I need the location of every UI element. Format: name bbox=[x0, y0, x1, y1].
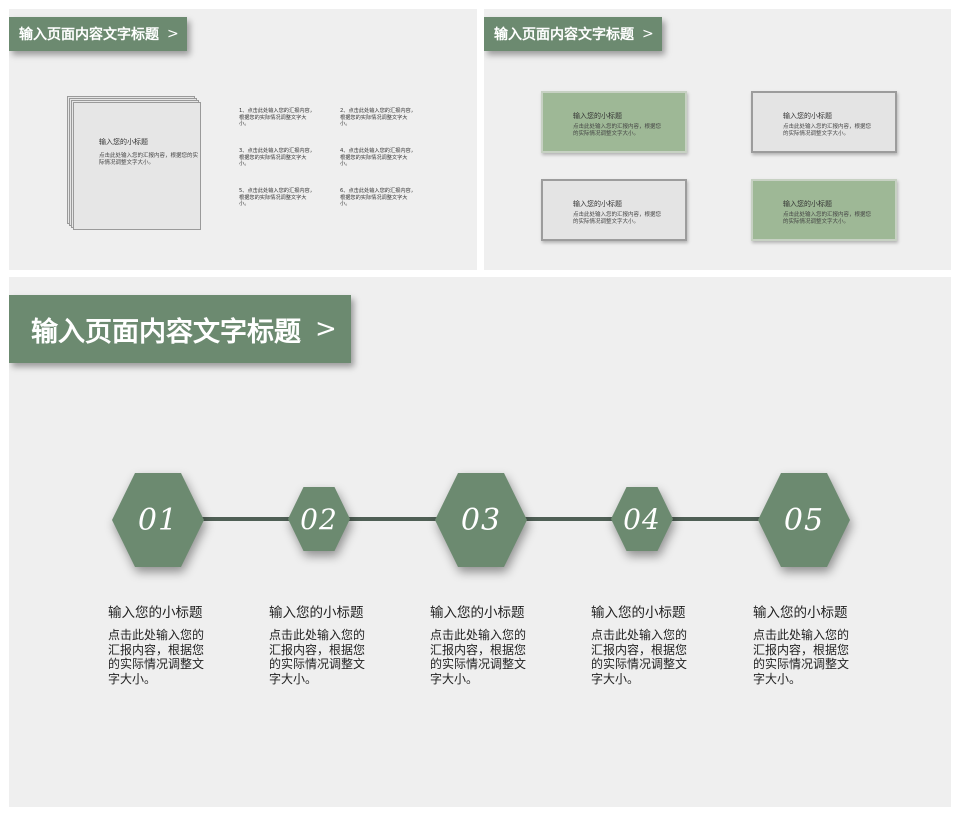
step-heading: 输入您的小标题 bbox=[108, 605, 203, 621]
card-body: 点击此处输入您的汇报内容，根据您的实际情况调整文字大小。 bbox=[573, 124, 662, 137]
step-body: 点击此处输入您的汇报内容，根据您的实际情况调整文字大小。 bbox=[269, 628, 366, 686]
slide-title-banner: 输入页面内容文字标题 > bbox=[484, 17, 662, 51]
slide-title-banner: 输入页面内容文字标题 > bbox=[9, 295, 351, 363]
content-card: 输入您的小标题 点击此处输入您的汇报内容，根据您的实际情况调整文字大小。 bbox=[541, 179, 687, 241]
step-hexagon: 01 bbox=[112, 470, 204, 570]
content-card: 输入您的小标题 点击此处输入您的汇报内容，根据您的实际情况调整文字大小。 bbox=[751, 91, 897, 153]
slide-title-banner: 输入页面内容文字标题 > bbox=[9, 17, 187, 51]
step-hexagon: 04 bbox=[611, 485, 673, 553]
card-body: 点击此处输入您的汇报内容，根据您的实际情况调整文字大小。 bbox=[783, 124, 872, 137]
step-heading: 输入您的小标题 bbox=[753, 605, 848, 621]
list-item: 1、点击此处输入您的汇报内容，根据您的实际情况调整文字大小。 bbox=[239, 108, 315, 127]
step-number: 04 bbox=[611, 487, 673, 551]
step-hexagon: 03 bbox=[435, 470, 527, 570]
content-card: 输入您的小标题 点击此处输入您的汇报内容，根据您的实际情况调整文字大小。 bbox=[541, 91, 687, 153]
step-body: 点击此处输入您的汇报内容，根据您的实际情况调整文字大小。 bbox=[430, 628, 527, 686]
step-body: 点击此处输入您的汇报内容，根据您的实际情况调整文字大小。 bbox=[108, 628, 205, 686]
stack-text-block: 输入您的小标题 点击此处输入您的汇报内容，根据您的实际情况调整文字大小。 bbox=[99, 137, 199, 167]
step-heading: 输入您的小标题 bbox=[430, 605, 525, 621]
step-number: 05 bbox=[758, 473, 850, 567]
list-item: 6、点击此处输入您的汇报内容，根据您的实际情况调整文字大小。 bbox=[340, 188, 416, 207]
card-heading: 输入您的小标题 bbox=[783, 200, 832, 208]
slide-main[interactable]: 输入页面内容文字标题 > 01 02 03 04 05 输入您的小标题 点击此处… bbox=[9, 277, 951, 807]
step-heading: 输入您的小标题 bbox=[591, 605, 686, 621]
card-heading: 输入您的小标题 bbox=[783, 112, 832, 120]
list-item: 2、点击此处输入您的汇报内容，根据您的实际情况调整文字大小。 bbox=[340, 108, 416, 127]
slide-title: 输入页面内容文字标题 bbox=[31, 316, 301, 348]
step-body: 点击此处输入您的汇报内容，根据您的实际情况调整文字大小。 bbox=[591, 628, 688, 686]
slide-thumbnail-2[interactable]: 输入页面内容文字标题 > 输入您的小标题 点击此处输入您的汇报内容，根据您的实际… bbox=[484, 9, 951, 270]
step-number: 03 bbox=[435, 473, 527, 567]
list-item: 4、点击此处输入您的汇报内容，根据您的实际情况调整文字大小。 bbox=[340, 148, 416, 167]
slide-title: 输入页面内容文字标题 bbox=[494, 27, 634, 43]
card-heading: 输入您的小标题 bbox=[573, 112, 622, 120]
step-number: 01 bbox=[112, 473, 204, 567]
card-body: 点击此处输入您的汇报内容，根据您的实际情况调整文字大小。 bbox=[783, 212, 872, 225]
step-hexagon: 05 bbox=[758, 470, 850, 570]
step-body: 点击此处输入您的汇报内容，根据您的实际情况调整文字大小。 bbox=[753, 628, 850, 686]
card-body: 点击此处输入您的汇报内容，根据您的实际情况调整文字大小。 bbox=[573, 212, 662, 225]
step-hexagon: 02 bbox=[288, 485, 350, 553]
slide-title: 输入页面内容文字标题 bbox=[19, 27, 159, 43]
stack-heading: 输入您的小标题 bbox=[99, 138, 148, 146]
chevron-right-icon: > bbox=[642, 26, 654, 42]
chevron-right-icon: > bbox=[315, 314, 337, 344]
chevron-right-icon: > bbox=[167, 26, 179, 42]
list-item: 5、点击此处输入您的汇报内容，根据您的实际情况调整文字大小。 bbox=[239, 188, 315, 207]
stack-body: 点击此处输入您的汇报内容，根据您的实际情况调整文字大小。 bbox=[99, 153, 199, 166]
paper-sheet bbox=[73, 102, 201, 230]
step-heading: 输入您的小标题 bbox=[269, 605, 364, 621]
card-heading: 输入您的小标题 bbox=[573, 200, 622, 208]
content-card: 输入您的小标题 点击此处输入您的汇报内容，根据您的实际情况调整文字大小。 bbox=[751, 179, 897, 241]
step-number: 02 bbox=[288, 487, 350, 551]
list-item: 3、点击此处输入您的汇报内容，根据您的实际情况调整文字大小。 bbox=[239, 148, 315, 167]
slide-thumbnail-1[interactable]: 输入页面内容文字标题 > 输入您的小标题 点击此处输入您的汇报内容，根据您的实际… bbox=[9, 9, 477, 270]
